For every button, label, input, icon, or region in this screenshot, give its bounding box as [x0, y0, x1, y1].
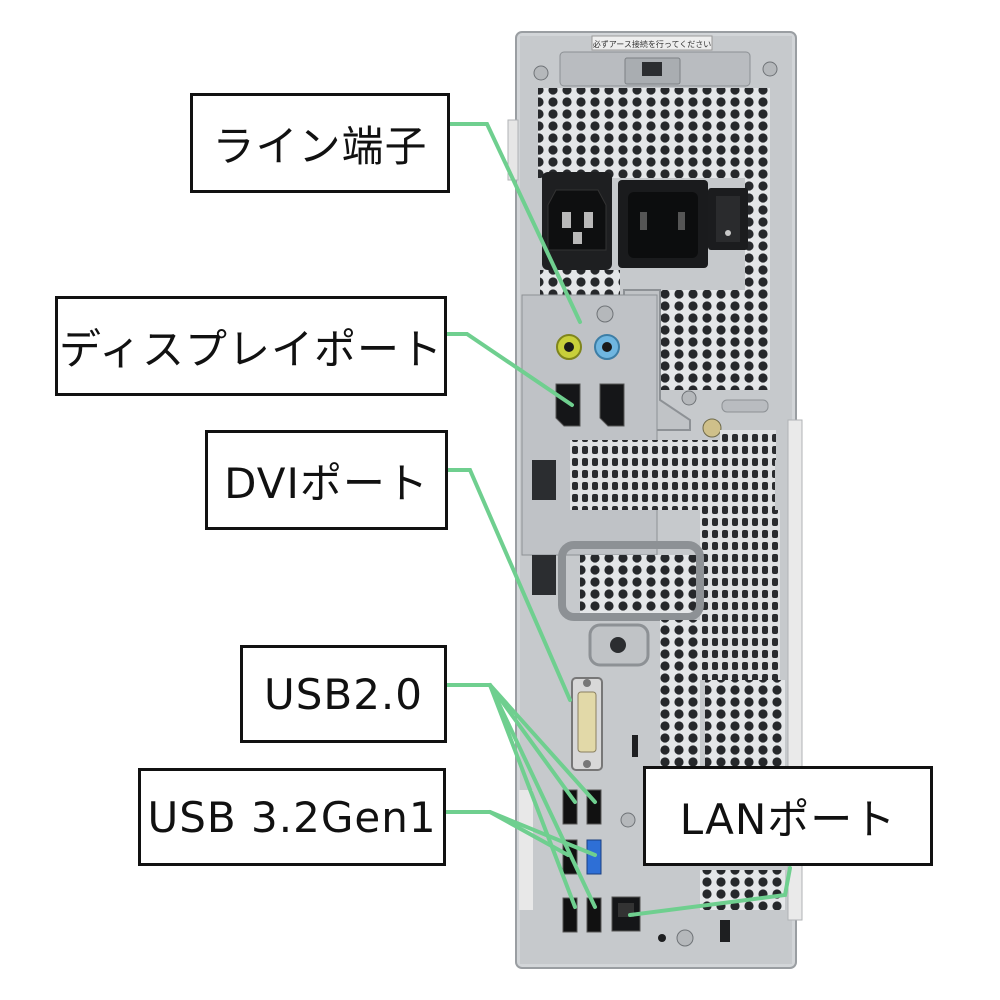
expansion-slots: [532, 390, 785, 790]
leader-dvi: [446, 468, 572, 702]
power-outlet: [618, 180, 708, 268]
warning-sticker: 必ずアース接続を行ってください: [593, 39, 711, 49]
leader-lan: [628, 866, 792, 917]
power-inlet: [542, 172, 612, 270]
io-bracket: [521, 294, 658, 556]
psu-vent-lower: [660, 290, 770, 390]
displayports: [555, 383, 625, 427]
label-line-in: ライン端子: [190, 93, 450, 193]
label-dvi-port: DVIポート: [205, 430, 448, 530]
leader-usb2-b: [488, 683, 597, 804]
label-usb2: USB2.0: [240, 645, 447, 743]
leader-lines: [444, 122, 792, 917]
psu-vent: [538, 88, 770, 378]
label-usb3: USB 3.2Gen1: [138, 768, 446, 866]
leader-usb2-d: [488, 683, 597, 909]
leader-line-in: [448, 122, 582, 324]
audio-jacks: [556, 305, 620, 360]
leader-usb2-c: [488, 683, 577, 909]
label-displayport: ディスプレイポート: [55, 296, 447, 396]
power-switch: [708, 188, 748, 250]
leader-usb3-b: [488, 810, 597, 857]
dvi-port: [571, 677, 638, 771]
label-lan-port: LANポート: [643, 766, 933, 866]
leader-displayport: [445, 332, 574, 407]
top-handle: 必ずアース接続を行ってください: [533, 35, 778, 87]
